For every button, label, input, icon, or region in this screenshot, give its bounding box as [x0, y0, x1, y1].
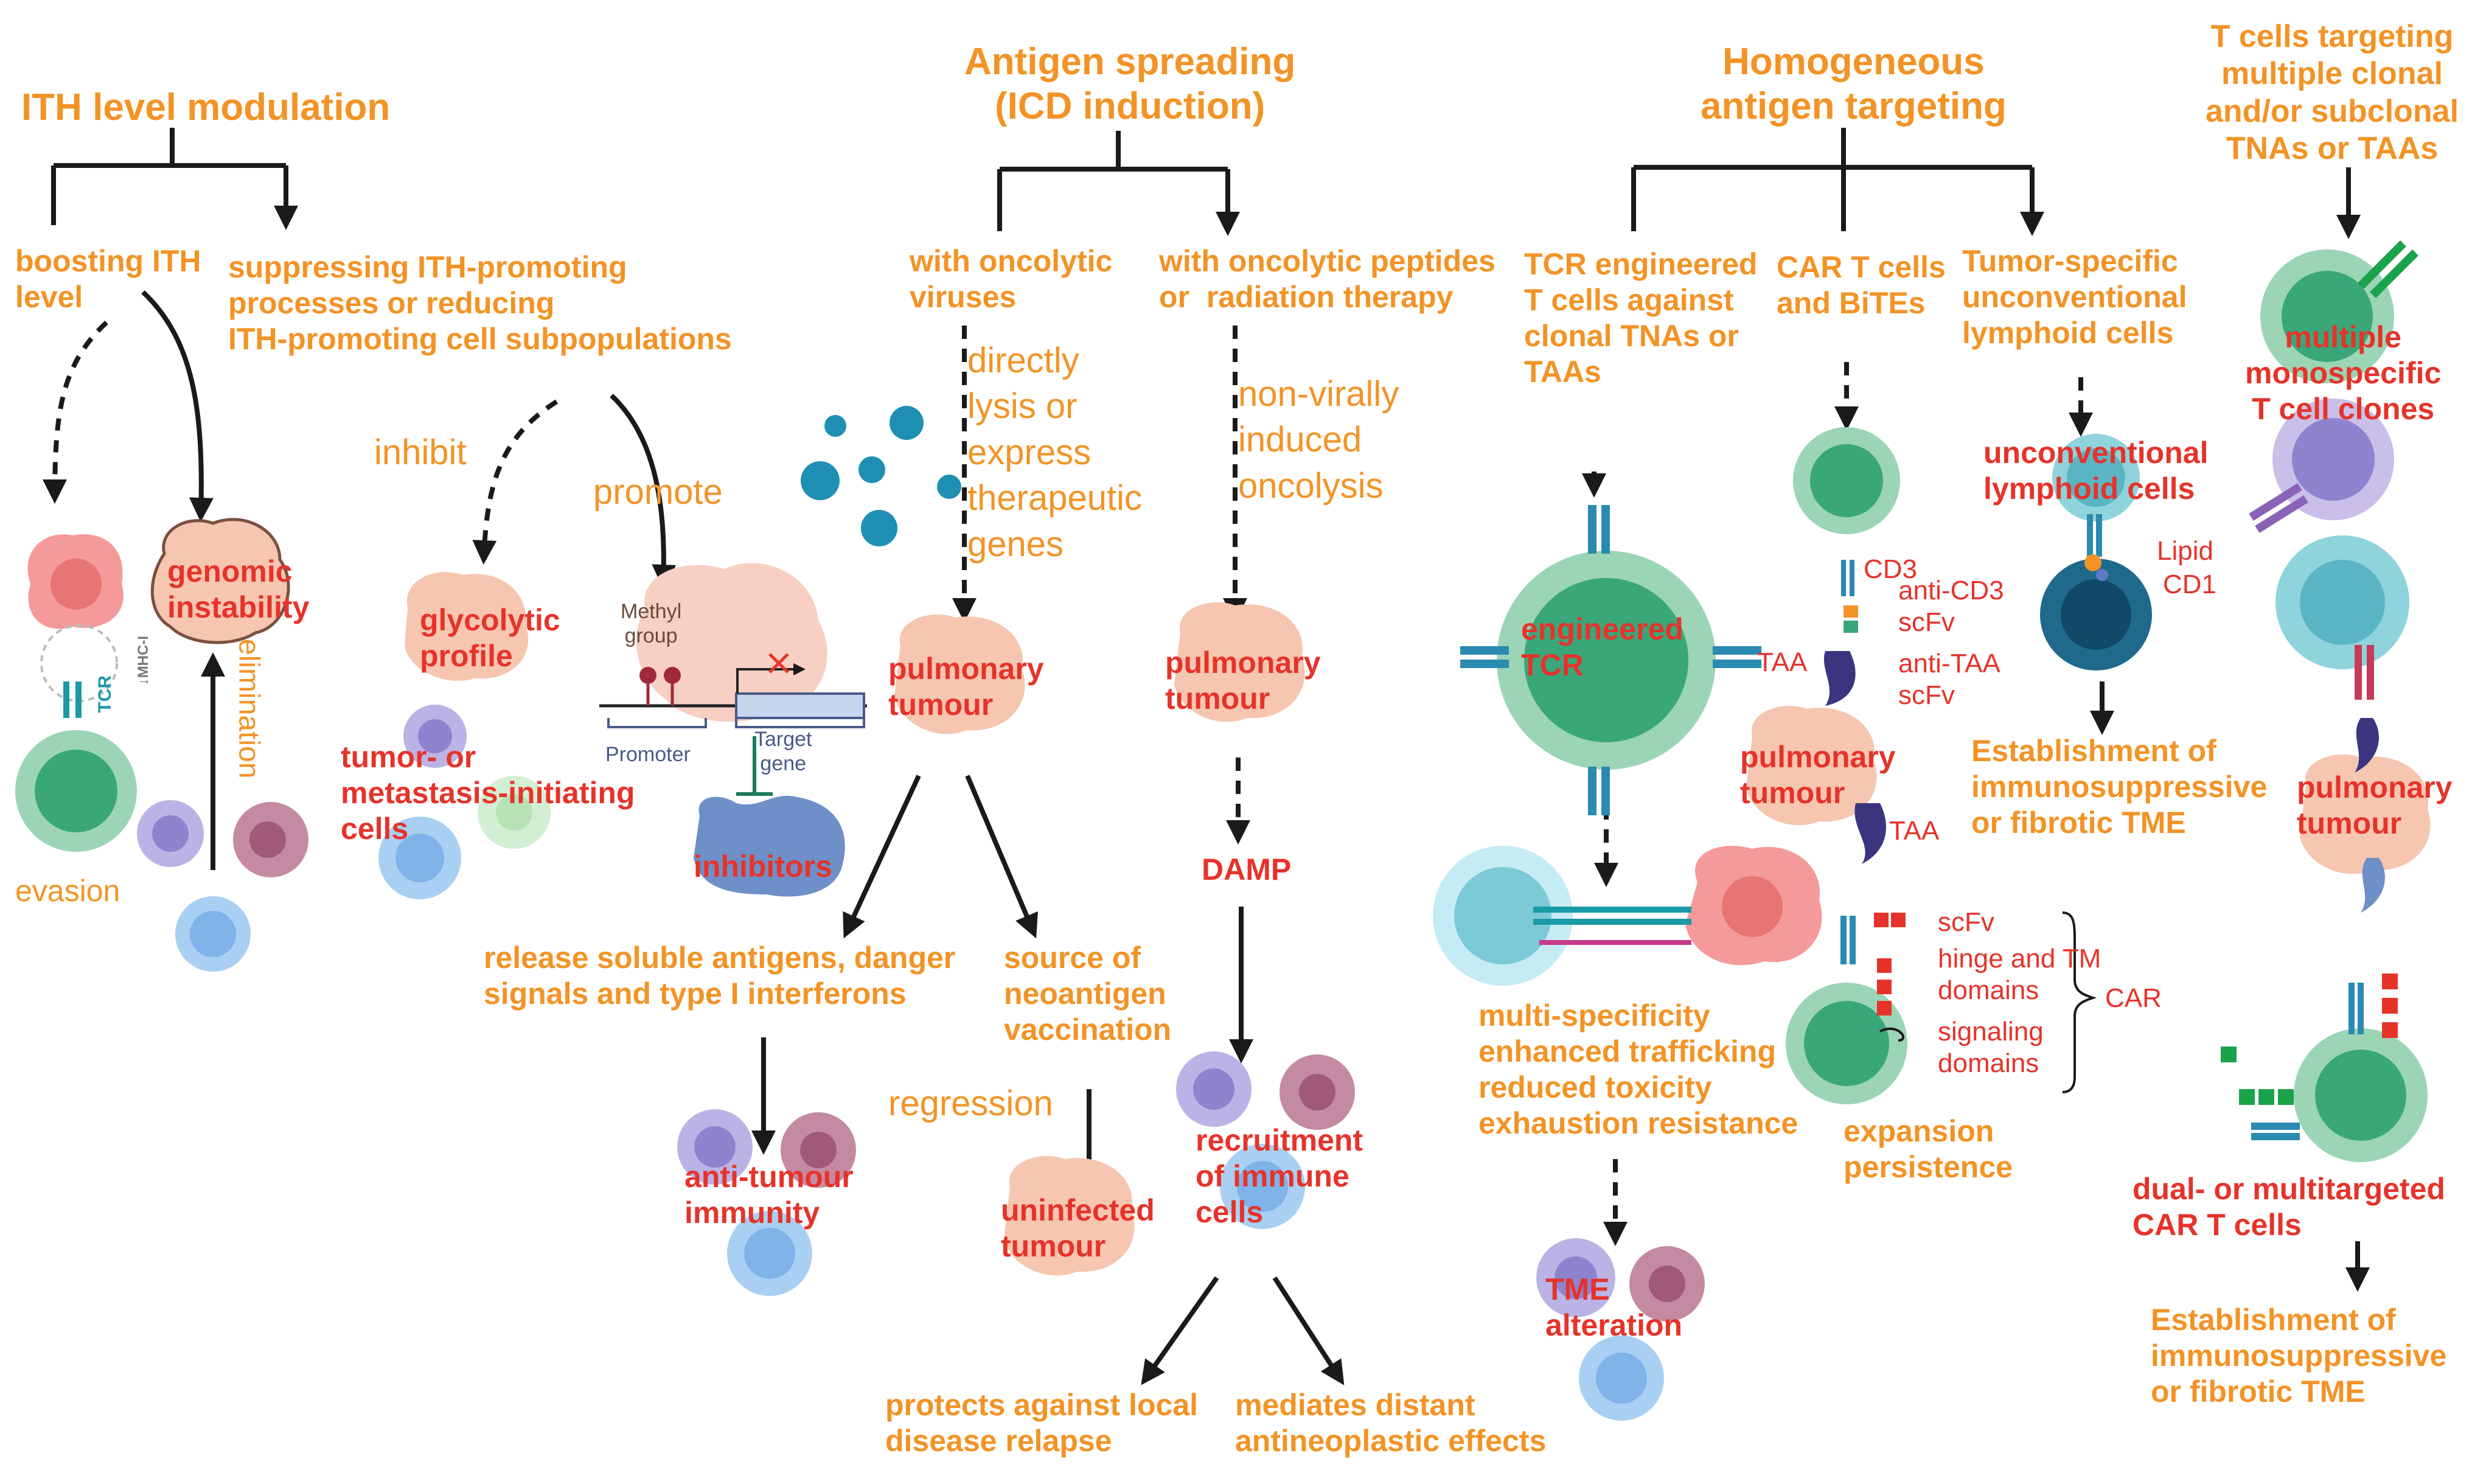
oncolytic-viruses-label: with oncolytic viruses [910, 244, 1113, 314]
multiclone-title: T cells targeting multiple clonal and/or… [2206, 19, 2459, 167]
target-gene-label: Target gene [754, 728, 812, 776]
multi-specificity-label: multi-specificity enhanced trafficking r… [1478, 998, 1798, 1140]
car-pulmonary-tumour [1746, 706, 1886, 864]
ith-arrows [43, 290, 677, 870]
tumour-left-label: pulmonary tumour [888, 652, 1044, 722]
car-structure [1786, 913, 1907, 1104]
t-cell-evasion [15, 681, 137, 852]
cd3-label: CD3 [1864, 554, 1918, 584]
methyl-label: Methyl group [621, 600, 682, 648]
establish-label-2: Establishment of immunosuppressive or fi… [2151, 1303, 2447, 1409]
engineered-tcr-label: engineered TCR [1521, 612, 1683, 682]
expansion-label: expansion persistence [1844, 1114, 2013, 1184]
tic-cells [378, 705, 551, 899]
mediates-label: mediates distant antineoplastic effects [1235, 1388, 1547, 1458]
car-t-cell-top [1793, 427, 1900, 706]
damp-label: DAMP [1202, 852, 1292, 887]
unconventional-cells-label: unconventional lymphoid cells [1983, 436, 2209, 506]
taa-label-1: TAA [1757, 647, 1808, 677]
promoter-label: Promoter [605, 743, 691, 766]
tme-cells [1536, 1238, 1705, 1421]
unconventional-cells [2040, 434, 2152, 671]
homogeneous-title: Homogeneous antigen targeting [1701, 41, 2007, 128]
establish-label-1: Establishment of immunosuppressive or fi… [1971, 734, 2268, 840]
antitumour-label: anti-tumour immunity [684, 1160, 854, 1230]
tic-label: tumor- or metastasis-initiating cells [341, 740, 635, 846]
mhc-label: ↓MHC-I [135, 636, 151, 686]
elimination-label: elimination [232, 639, 265, 779]
homogeneous-arrows [1582, 362, 2114, 1246]
genomic-instability-label: genomic instability [167, 554, 310, 624]
monospecific-clones [2249, 240, 2418, 700]
promote-label: promote [593, 472, 723, 512]
dual-car-label: dual- or multitargeted CAR T cells [2133, 1172, 2445, 1242]
antigen-title: Antigen spreading (ICD induction) [964, 41, 1296, 128]
genomic-instability-cell [150, 518, 290, 644]
signaling-label: signaling domains [1938, 1017, 2044, 1078]
suppressing-ith-label: suppressing ITH-promoting processes or r… [228, 250, 732, 356]
tme-alteration-label: TME alteration [1545, 1272, 1683, 1342]
glycolytic-cell [405, 572, 529, 681]
cd1-label: CD1 [2163, 570, 2217, 599]
dual-car-cell [2221, 974, 2428, 1162]
unconventional-label: Tumor-specific unconventional lymphoid c… [1962, 244, 2187, 350]
immune-cells-antigen [677, 1051, 1355, 1296]
car-t-label: CAR T cells and BiTEs [1777, 250, 1946, 320]
regression-label: regression [888, 1084, 1053, 1123]
viruses [801, 406, 961, 546]
engineered-tcr-cell [1460, 505, 1761, 815]
release-label: release soluble antigens, danger signals… [484, 941, 956, 1011]
boosting-ith-label: boosting ITH level [15, 244, 201, 314]
multiclone-tumour [2300, 718, 2431, 913]
lipid-label: Lipid [2157, 536, 2213, 566]
car-label: CAR [2105, 983, 2162, 1013]
immune-cells-ith [137, 800, 308, 972]
protects-label: protects against local disease relapse [885, 1388, 1199, 1458]
tumour-right-label: pulmonary tumour [1165, 646, 1321, 716]
car-brace [2062, 911, 2097, 1093]
ith-title: ITH level modulation [21, 86, 391, 128]
pulmonary-tumour-shapes [894, 602, 1305, 1276]
uninfected-label: uninfected tumour [1001, 1193, 1155, 1263]
antigen-arrows [751, 326, 1345, 1385]
monospecific-label: multiple monospecific T cell clones [2245, 320, 2442, 426]
oncolytic-peptides-label: with oncolytic peptides or radiation the… [1159, 244, 1495, 314]
source-label: source of neoantigen vaccination [1004, 941, 1172, 1047]
inhibitors-shape [694, 795, 845, 897]
glycolytic-label: glycolytic profile [420, 603, 560, 673]
nonviral-label: non-virally induced oncolysis [1238, 374, 1399, 506]
car-tumour-label: pulmonary tumour [1740, 740, 1896, 810]
scfv-label: scFv [1938, 907, 1994, 937]
taa-label-2: TAA [1889, 816, 1940, 846]
anti-taa-label: anti-TAA scFv [1898, 649, 2000, 710]
tcr-label: TCR [95, 675, 115, 713]
inhibit-label: inhibit [374, 433, 467, 472]
hinge-label: hinge and TM domains [1938, 944, 2101, 1005]
multispecific-interaction [1433, 846, 1822, 986]
multiclone-tumour-label: pulmonary tumour [2297, 770, 2453, 840]
epigenetic-cell [599, 563, 867, 796]
evasion-label: evasion [15, 874, 120, 908]
lysis-label: directly lysis or express therapeutic ge… [967, 341, 1142, 564]
anti-cd3-label: anti-CD3 scFv [1898, 576, 2004, 637]
recruitment-label: recruitment of immune cells [1196, 1123, 1363, 1229]
evading-tumour-cell [27, 534, 124, 702]
inhibitors-label: inhibitors [694, 849, 832, 883]
tcr-engineered-label: TCR engineered T cells against clonal TN… [1524, 247, 1758, 389]
tree-connectors [51, 128, 2361, 234]
